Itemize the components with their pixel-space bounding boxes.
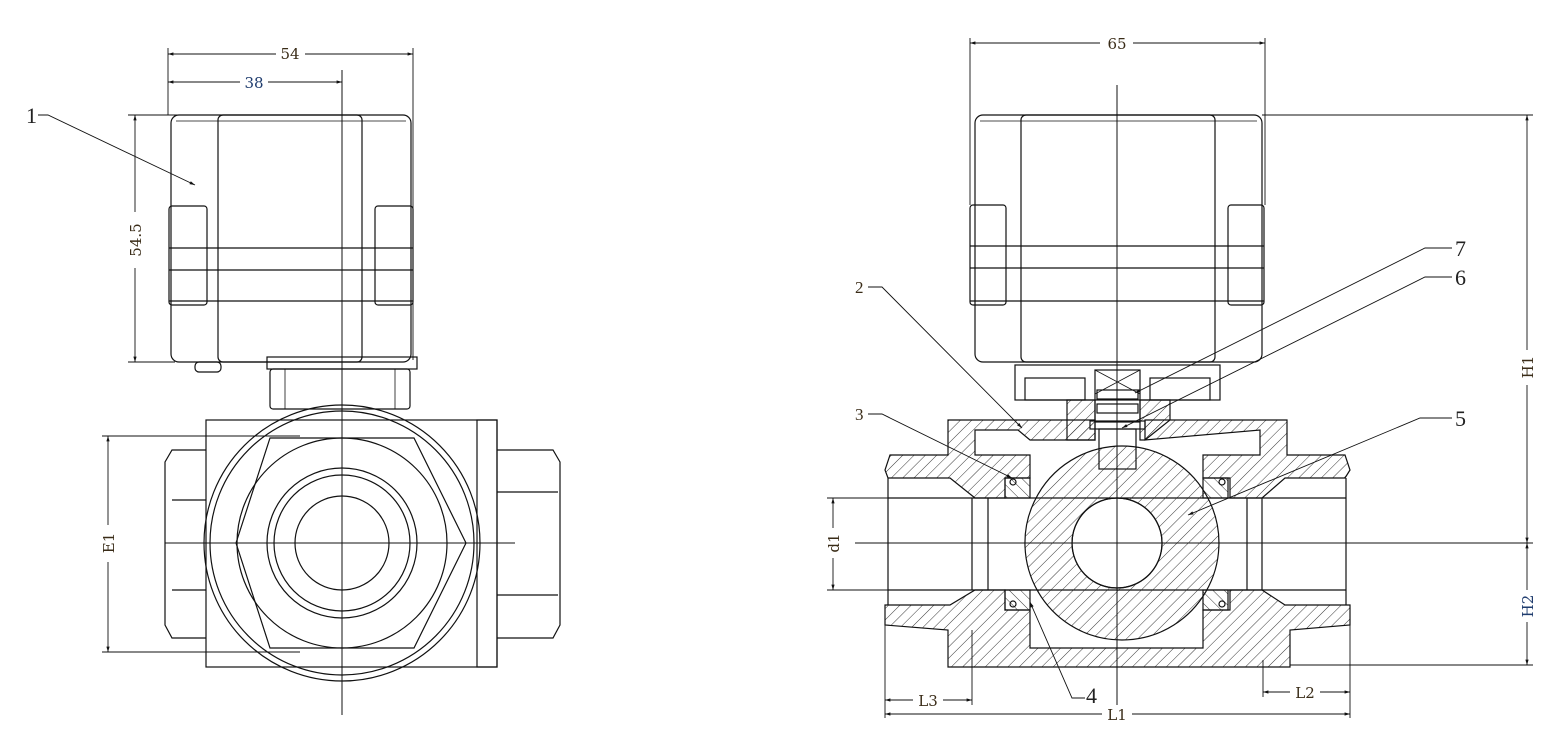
actuator-front [168, 114, 418, 410]
dimension-e1: E1 [100, 435, 300, 653]
section-view: 65 H1 H2 d1 L3 [825, 35, 1537, 724]
dimension-65: 65 [969, 35, 1266, 205]
dimension-d1: d1 [825, 497, 888, 591]
part-label-5: 5 [1455, 406, 1466, 431]
part-label-4: 4 [1086, 683, 1097, 708]
valve-body-section [884, 419, 1351, 668]
part-label-6: 6 [1455, 265, 1466, 290]
dimension-54: 54 [167, 45, 414, 360]
dimension-l1-l2-l3: L3 L1 L2 [884, 625, 1351, 724]
part-label-2: 2 [855, 278, 864, 297]
dimension-54-5: 54.5 [127, 114, 244, 363]
dimension-38: 38 [167, 74, 342, 92]
dimension-label: L1 [1107, 706, 1127, 724]
dimension-label: 54.5 [127, 223, 145, 256]
part-label-1: 1 [26, 103, 196, 186]
part-labels: 2 3 4 5 6 7 [855, 236, 1466, 708]
dimension-label: 38 [244, 74, 263, 92]
part-label-3: 3 [855, 405, 864, 424]
dimension-h2: H2 [1519, 543, 1537, 665]
dimension-label: d1 [825, 533, 843, 552]
dimension-label: L3 [918, 692, 938, 710]
front-view: 54 38 54.5 E1 1 [26, 45, 561, 715]
part-label-7: 7 [1455, 236, 1466, 261]
dimension-label: H2 [1519, 595, 1537, 618]
dimension-label: 54 [280, 45, 299, 63]
dimension-label: L2 [1295, 684, 1315, 702]
svg-text:1: 1 [26, 103, 37, 128]
dimension-label: E1 [100, 533, 118, 554]
dimension-h1: H1 [1262, 114, 1537, 666]
dimension-label: H1 [1519, 356, 1537, 379]
dimension-label: 65 [1107, 35, 1126, 53]
